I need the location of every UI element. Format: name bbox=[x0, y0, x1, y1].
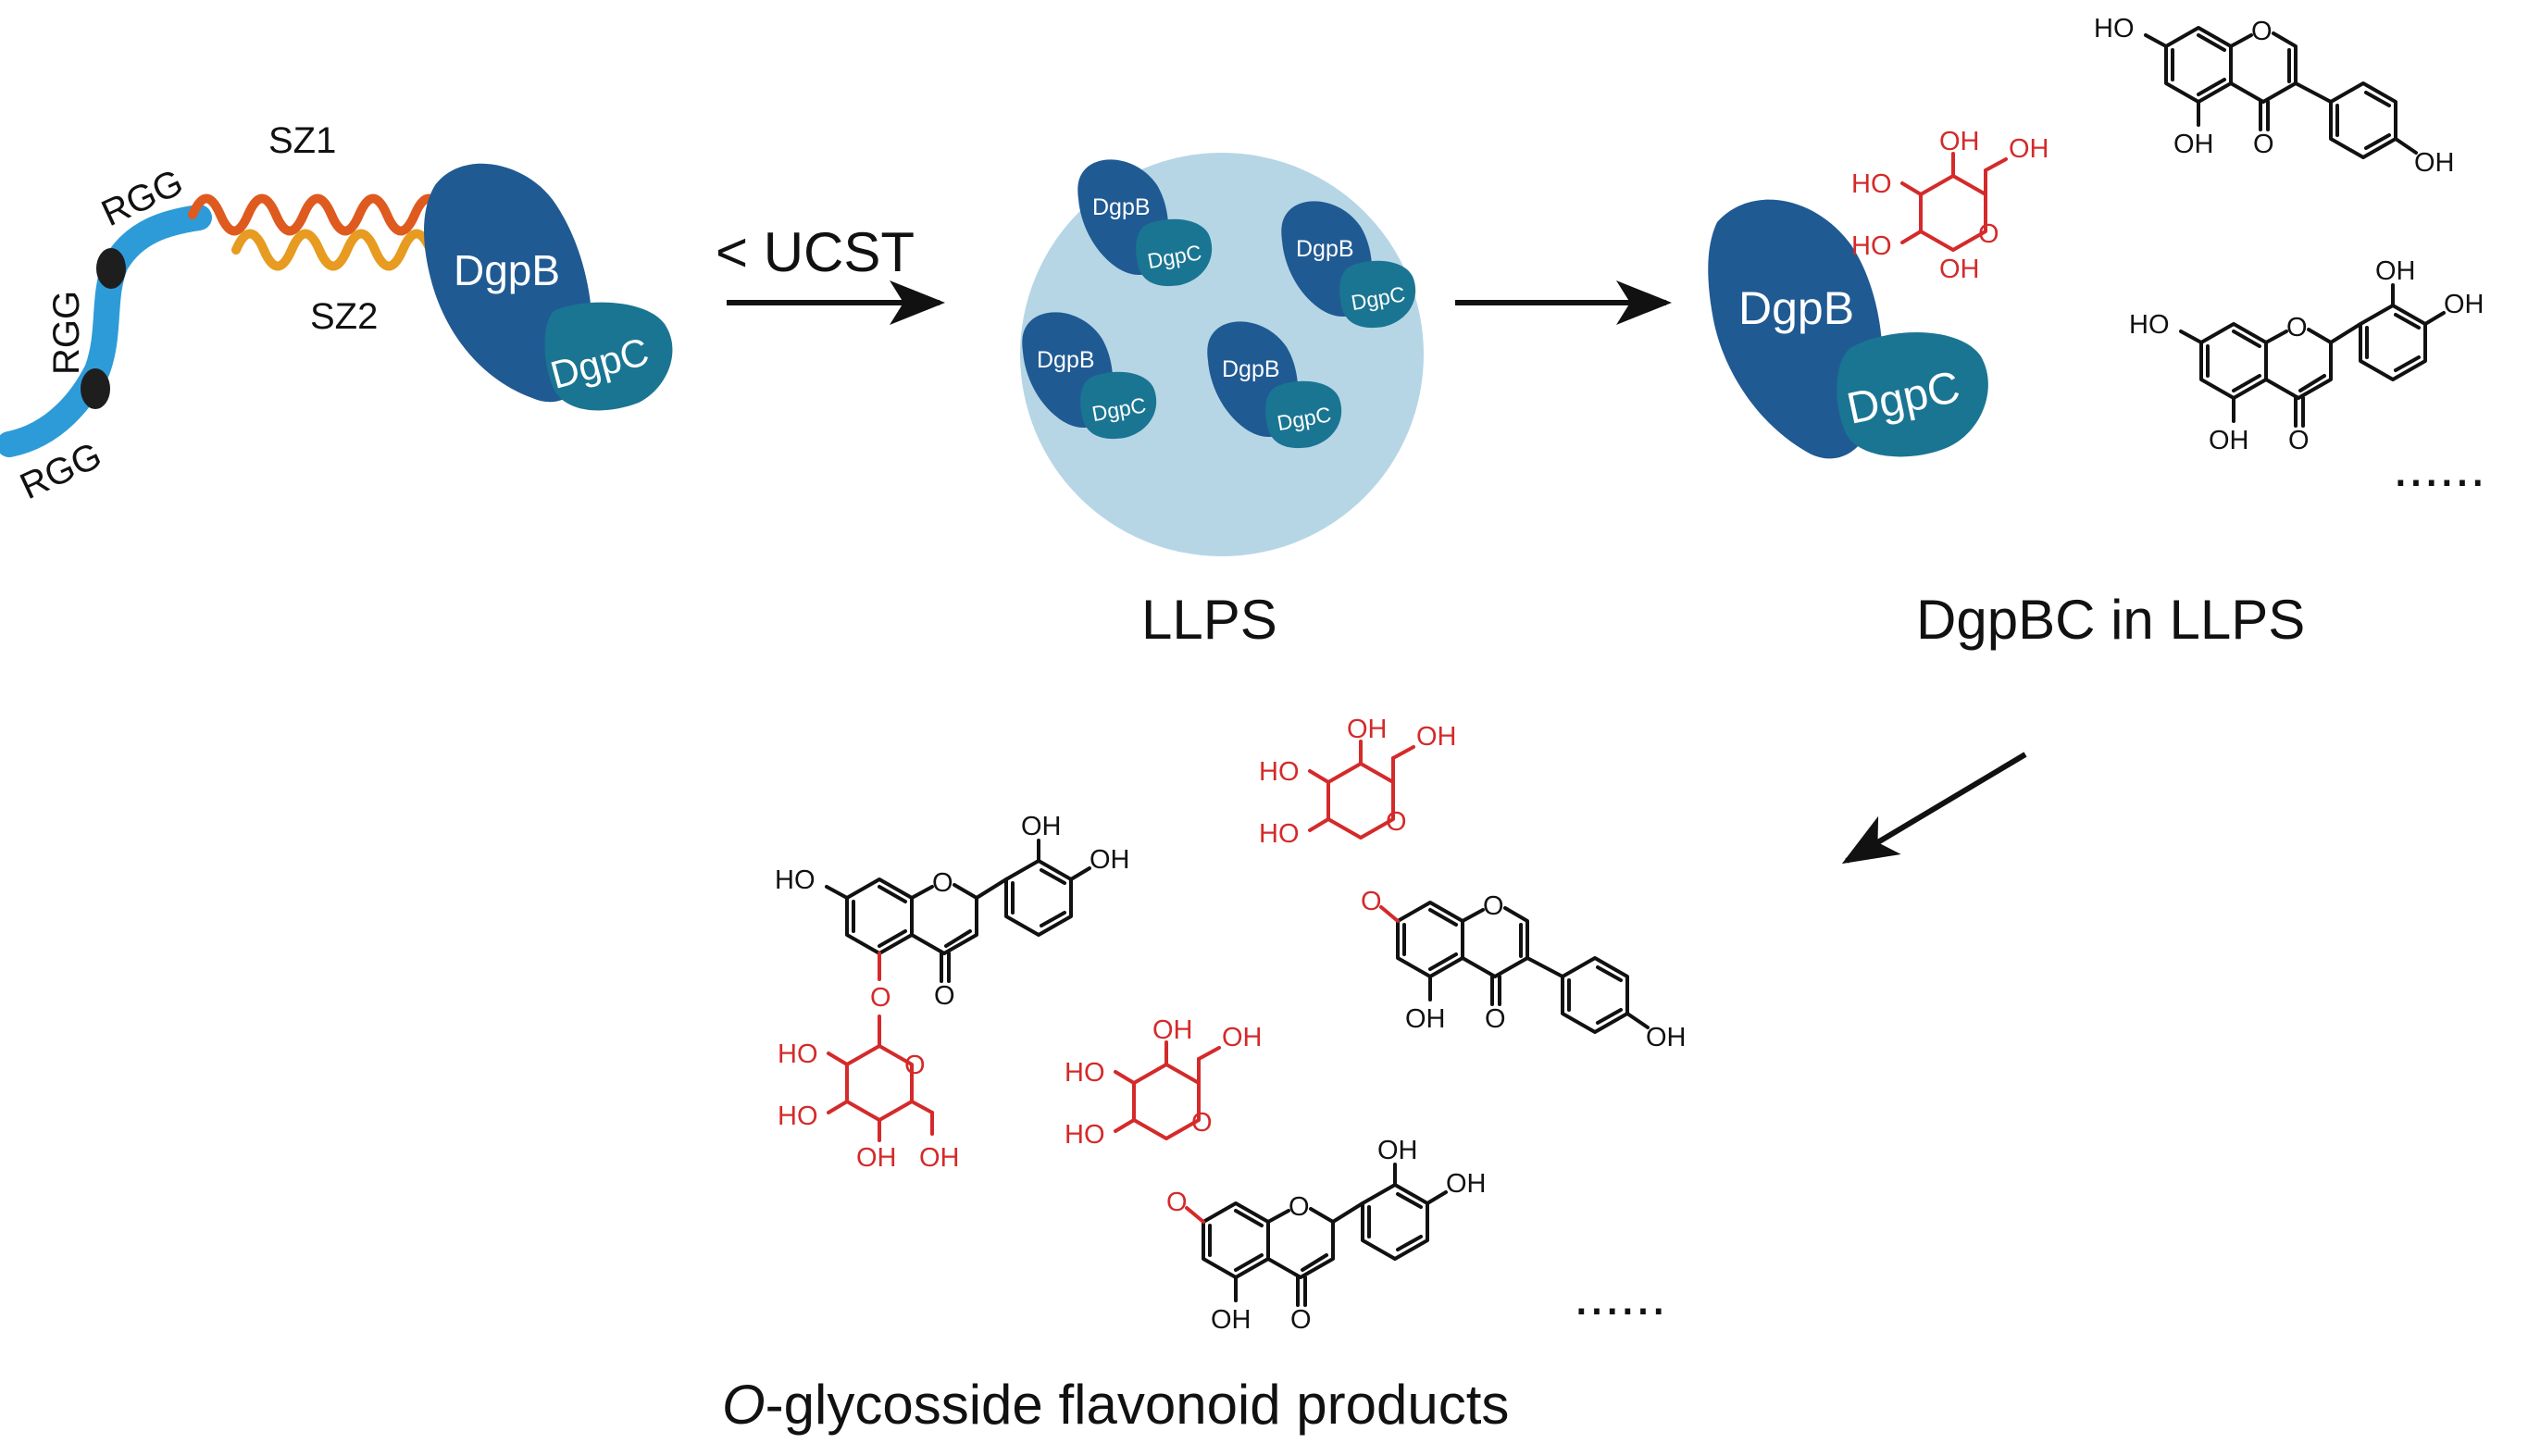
luteolin-substrate: HO O OH O OH OH bbox=[2129, 256, 2484, 455]
p3-glyco-o: O bbox=[1166, 1188, 1188, 1217]
dgpb-label-small: DgpB bbox=[1296, 236, 1354, 262]
luteolin-oh-3p: OH bbox=[2375, 256, 2416, 286]
p2-glc-ho-2: HO bbox=[1259, 819, 1300, 849]
p1-oh-3p: OH bbox=[1021, 812, 1062, 841]
dgpc-protein-small bbox=[1080, 371, 1157, 440]
ucst-label: < UCST bbox=[716, 221, 915, 283]
products-caption-rest: -glycosside flavonoid products bbox=[766, 1374, 1510, 1436]
llps-caption: LLPS bbox=[1141, 589, 1277, 651]
p3-glc-oh-ch2: OH bbox=[1222, 1023, 1263, 1052]
genistein-ring-o: O bbox=[2251, 17, 2273, 46]
luteolin-oh-4p: OH bbox=[2444, 290, 2484, 319]
sz2-label: SZ2 bbox=[310, 296, 378, 337]
dgpb-label: DgpB bbox=[454, 246, 560, 294]
p1-glyco-o: O bbox=[870, 983, 891, 1013]
dgpc-protein bbox=[544, 302, 673, 411]
p2-glc-oh-ch2: OH bbox=[1416, 722, 1457, 752]
glucose-oh-ch2: OH bbox=[2009, 134, 2049, 164]
genistein-oh-5: OH bbox=[2173, 130, 2214, 159]
p2-glc-oh-top: OH bbox=[1347, 715, 1388, 744]
dgpc-protein-large bbox=[1837, 331, 1988, 457]
glucose-oh-bottom: OH bbox=[1939, 255, 1980, 284]
genistein-oh-4p: OH bbox=[2414, 148, 2455, 178]
genistein-keto-o: O bbox=[2253, 130, 2274, 159]
p2-glyco-o: O bbox=[1361, 887, 1382, 916]
dgpc-protein-small bbox=[1339, 260, 1416, 329]
p1-ring-o: O bbox=[932, 868, 953, 898]
dgpbc-caption: DgpBC in LLPS bbox=[1916, 589, 2305, 651]
p2-oh-4p: OH bbox=[1646, 1023, 1687, 1052]
p3-glc-o: O bbox=[1191, 1108, 1213, 1138]
p1-glc-ho-1: HO bbox=[778, 1039, 818, 1069]
genistein-ho: HO bbox=[2094, 14, 2135, 44]
p2-keto-o: O bbox=[1485, 1004, 1506, 1034]
fusion-construct: RGG RGG RGG SZ1 SZ2 DgpB DgpC bbox=[0, 120, 673, 507]
p2-oh-5: OH bbox=[1405, 1004, 1446, 1034]
dgpc-protein-small bbox=[1136, 218, 1213, 287]
p3-ring-o: O bbox=[1289, 1192, 1310, 1222]
glucose-oh-top: OH bbox=[1939, 127, 1980, 156]
glucose-ho-upper: HO bbox=[1851, 169, 1892, 199]
dgpbc-complex: DgpB DgpC DgpBC in LLPS bbox=[1708, 199, 2305, 651]
luteolin-oh-5: OH bbox=[2209, 426, 2249, 455]
p3-glc-ho-1: HO bbox=[1065, 1058, 1105, 1088]
product-ellipsis: ...... bbox=[1574, 1264, 1666, 1326]
dgpc-protein-small bbox=[1265, 380, 1342, 449]
p3-glc-ho-2: HO bbox=[1065, 1120, 1105, 1150]
p1-oh-4p: OH bbox=[1090, 845, 1130, 875]
luteolin-ring-o: O bbox=[2286, 313, 2308, 342]
p3-oh-4p: OH bbox=[1446, 1169, 1487, 1199]
glucose-ho-lower: HO bbox=[1851, 231, 1892, 261]
dgpb-label-small: DgpB bbox=[1037, 347, 1095, 373]
p3-oh-5: OH bbox=[1211, 1305, 1252, 1335]
dgpb-label-large: DgpB bbox=[1738, 282, 1854, 334]
p1-keto-o: O bbox=[934, 981, 955, 1011]
p3-oh-3p: OH bbox=[1377, 1136, 1418, 1165]
luteolin-keto-o: O bbox=[2288, 426, 2310, 455]
p2-ring-o: O bbox=[1483, 891, 1504, 921]
glucose-ring-o: O bbox=[1978, 219, 1999, 249]
substrate-ellipsis: ...... bbox=[2393, 436, 2485, 498]
product-luteolin-5-o-glucoside: HO O O OH OH O O HO HO OH OH bbox=[775, 812, 1130, 1173]
product-luteolin-7-o-glucoside: O O OH O OH OH OH OH HO HO O bbox=[1065, 1015, 1487, 1335]
product-genistein-7-o-glucoside: O O OH O OH OH OH HO HO O bbox=[1259, 715, 1687, 1052]
dgpb-label-small: DgpB bbox=[1222, 356, 1280, 382]
linker-node-lower bbox=[81, 368, 110, 409]
arrow-shaft-3 bbox=[1841, 752, 2027, 865]
products-caption: O-glycosside flavonoid products bbox=[722, 1374, 1509, 1436]
p1-glc-oh-3: OH bbox=[856, 1143, 897, 1173]
p3-keto-o: O bbox=[1290, 1305, 1312, 1335]
genistein-substrate: HO O OH O OH bbox=[2094, 14, 2455, 178]
dgpb-label-small: DgpB bbox=[1092, 194, 1151, 220]
rgg-label-middle: RGG bbox=[46, 291, 87, 375]
p1-ho: HO bbox=[775, 865, 816, 895]
p2-glc-o: O bbox=[1386, 807, 1407, 837]
p1-glc-oh-6: OH bbox=[919, 1143, 960, 1173]
linker-node-upper bbox=[96, 248, 126, 289]
sz1-label: SZ1 bbox=[268, 120, 336, 161]
p1-glc-o: O bbox=[904, 1051, 926, 1080]
rgg-linker bbox=[0, 205, 212, 457]
p1-glc-ho-2: HO bbox=[778, 1101, 818, 1131]
p2-glc-ho-1: HO bbox=[1259, 757, 1300, 787]
glucose-substrate: OH OH HO HO OH O bbox=[1851, 127, 2049, 284]
ucst-arrow: < UCST bbox=[716, 221, 945, 325]
luteolin-ho: HO bbox=[2129, 310, 2170, 340]
products-caption-italic: O bbox=[722, 1374, 766, 1436]
sz1-coil bbox=[188, 193, 461, 236]
p3-glc-oh-top: OH bbox=[1152, 1015, 1193, 1045]
